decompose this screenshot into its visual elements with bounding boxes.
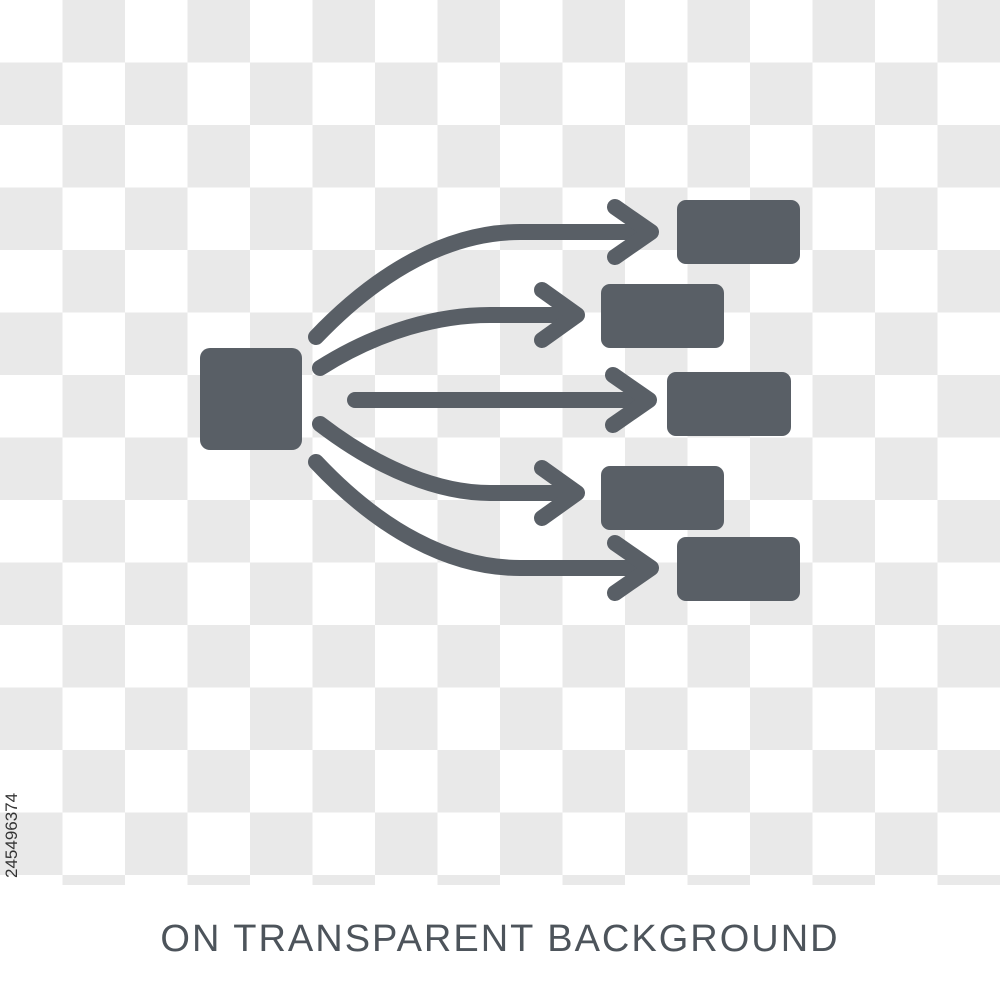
target-node-3 <box>667 372 791 436</box>
arrowhead-5 <box>607 535 659 601</box>
arrowhead-2 <box>534 282 585 348</box>
caption-text: ON TRANSPARENT BACKGROUND <box>160 918 840 960</box>
target-node-2 <box>601 284 724 348</box>
caption-strip <box>0 885 1000 1000</box>
target-node-4 <box>601 466 724 530</box>
stock-id-text: 245496374 <box>2 792 21 878</box>
arrow-5 <box>308 454 658 576</box>
arrow-1 <box>308 224 658 345</box>
target-node-5 <box>677 537 800 601</box>
target-node-1 <box>677 200 800 264</box>
source-node <box>200 348 302 450</box>
arrowhead-1 <box>607 199 659 265</box>
arrowhead-4 <box>534 460 585 526</box>
arrow-4 <box>312 416 584 501</box>
arrow-2 <box>312 307 584 376</box>
arrowhead-3 <box>605 367 657 433</box>
